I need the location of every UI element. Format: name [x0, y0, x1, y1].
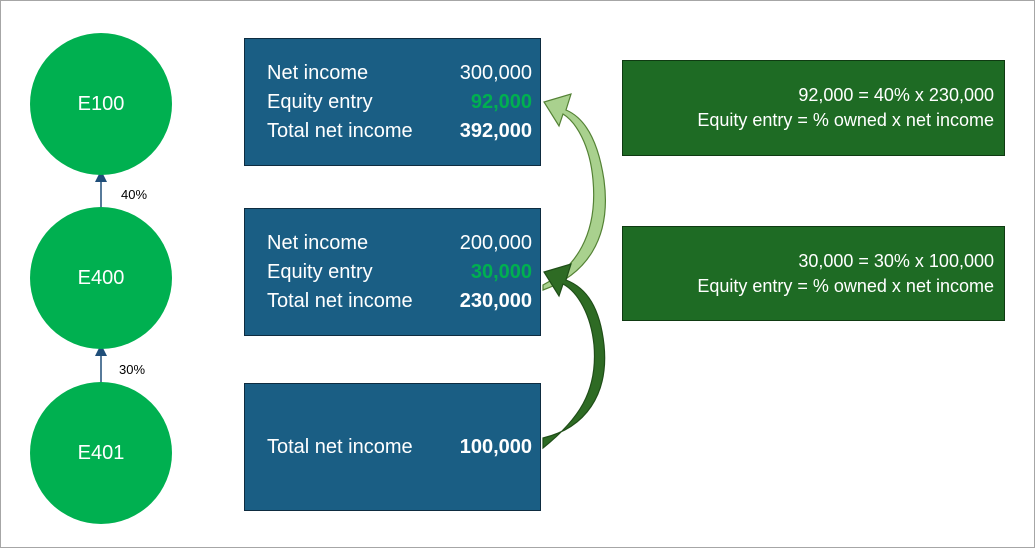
total-net-income-value: 230,000: [459, 289, 532, 312]
equity-entry-row: Equity entry 30,000: [267, 258, 532, 287]
net-income-row: Net income 300,000: [267, 59, 532, 88]
calculation-text: 92,000 = 40% x 230,000: [798, 85, 994, 105]
formula-text: Equity entry = % owned x net income: [697, 275, 994, 296]
entity-node-e401: E401: [30, 382, 172, 524]
total-net-income-row: Total net income 392,000: [267, 117, 532, 146]
ownership-percent-e100-e400: 40%: [121, 187, 148, 202]
entity-label: E401: [77, 441, 125, 464]
net-income-label: Net income: [267, 231, 369, 254]
total-net-income-value: 100,000: [459, 435, 532, 458]
net-income-value: 300,000: [459, 61, 532, 84]
net-income-value: 200,000: [459, 231, 532, 254]
income-box-e100: Net income 300,000 Equity entry 92,000 T…: [244, 38, 541, 166]
net-income-label: Net income: [267, 61, 369, 84]
equity-entry-value: 30,000: [470, 260, 532, 283]
entity-node-e400: E400: [30, 207, 172, 349]
total-net-income-label: Total net income: [267, 289, 413, 312]
total-net-income-label: Total net income: [267, 435, 413, 458]
total-net-income-label: Total net income: [267, 119, 413, 142]
equity-entry-label: Equity entry: [267, 260, 373, 283]
entity-label: E100: [77, 92, 125, 115]
income-box-e400: Net income 200,000 Equity entry 30,000 T…: [244, 208, 541, 336]
calculation-text: 30,000 = 30% x 100,000: [798, 250, 994, 271]
ownership-percent-e400-e401: 30%: [119, 362, 146, 377]
curved-arrow-100000-to-30000: [542, 263, 606, 450]
total-net-income-row: Total net income 230,000: [267, 287, 532, 316]
equity-entry-row: Equity entry 92,000: [267, 88, 532, 117]
total-net-income-row: Total net income 100,000: [267, 433, 532, 462]
income-box-e401: Total net income 100,000: [244, 383, 541, 511]
entity-label: E400: [77, 266, 125, 289]
net-income-row: Net income 200,000: [267, 229, 532, 258]
total-net-income-value: 392,000: [459, 119, 532, 142]
equity-entry-label: Equity entry: [267, 90, 373, 113]
calculation-note-e100: 92,000 = 40% x 230,000 Equity entry = % …: [622, 60, 1005, 156]
entity-node-e100: E100: [30, 33, 172, 175]
calculation-note-e400: 30,000 = 30% x 100,000 Equity entry = % …: [622, 226, 1005, 321]
curved-arrow-230000-to-92000: [542, 93, 606, 291]
formula-text: Equity entry = % owned x net income: [697, 110, 994, 130]
equity-entry-value: 92,000: [470, 90, 532, 113]
